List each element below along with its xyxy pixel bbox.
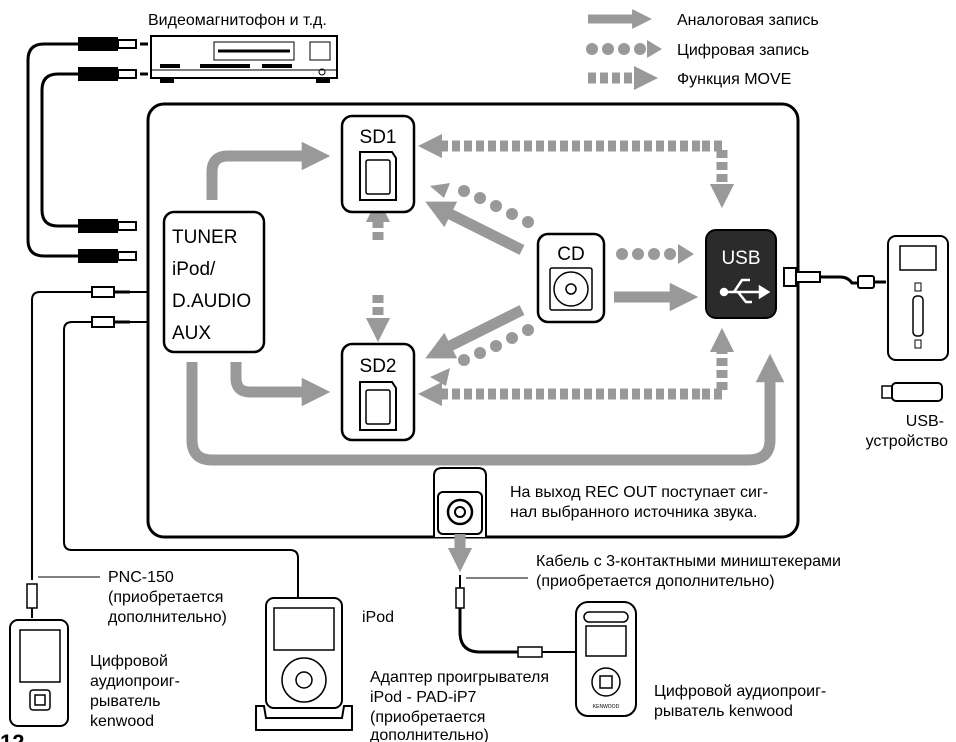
- legend-digital-arrow: [586, 40, 662, 58]
- source-ipod: iPod/: [172, 259, 216, 280]
- adapter-label-1: Адаптер проигрывателя: [370, 669, 549, 686]
- mini-cable: [455, 575, 576, 658]
- usb-cable: [783, 267, 886, 289]
- rec-out-note-2: нал выбранного источника звука.: [510, 504, 758, 521]
- analog-flows: [186, 141, 785, 466]
- adapter-label-4: дополнительно): [370, 727, 489, 742]
- mini-jack-cables: [31, 286, 299, 598]
- sd1-label: SD1: [360, 127, 397, 148]
- ipod-device: [265, 597, 343, 709]
- usb-label: USB: [721, 248, 760, 269]
- player-left-label-3: рыватель: [90, 693, 160, 710]
- kenwood-player-right: KENWOOD: [575, 601, 637, 717]
- legend: Аналоговая запись Цифровая запись Функци…: [586, 9, 819, 91]
- pnc-label-3: дополнительно): [108, 609, 227, 626]
- player-left-label-1: Цифровой: [90, 653, 168, 670]
- usb-player-device: [887, 235, 949, 361]
- player-right-label-1: Цифровой аудиопроиг-: [654, 683, 826, 700]
- rca-cables: [26, 42, 148, 258]
- kenwood-player-left: [9, 619, 69, 727]
- ipod-dock: [255, 705, 353, 731]
- vcr-device: [150, 35, 338, 83]
- sd-card-icon: [359, 151, 397, 201]
- pnc-label-2: (приобретается: [108, 589, 223, 606]
- move-flows: [365, 133, 735, 407]
- pnc-cable-plug: [26, 583, 38, 618]
- legend-digital-label: Цифровая запись: [677, 42, 809, 59]
- cd-label: CD: [557, 244, 584, 265]
- usb-icon: [719, 278, 771, 304]
- usb-device-label-2: устройство: [866, 433, 949, 450]
- cable-note-2: (приобретается дополнительно): [536, 573, 775, 590]
- sd2-label: SD2: [360, 356, 397, 377]
- adapter-label-2: iPod - PAD-iP7: [370, 689, 477, 706]
- sd2-slot: SD2: [340, 342, 416, 442]
- player-right-label-2: рыватель kenwood: [654, 703, 793, 720]
- legend-analog-label: Аналоговая запись: [677, 12, 819, 29]
- source-aux: AUX: [172, 323, 211, 344]
- pnc-label-1: PNC-150: [108, 569, 174, 586]
- sd-card-icon: [359, 381, 397, 431]
- source-daudio: D.AUDIO: [172, 291, 251, 312]
- ipod-label: iPod: [362, 609, 394, 626]
- usb-device-label-1: USB-: [906, 413, 944, 430]
- brand-logo: KENWOOD: [593, 704, 620, 710]
- cable-note-1: Кабель с 3-контактными миништекерами: [536, 553, 841, 570]
- source-tuner: TUNER: [172, 227, 237, 248]
- rca-plug: [78, 37, 137, 263]
- cd-unit: CD: [536, 232, 606, 324]
- legend-move-label: Функция MOVE: [677, 71, 791, 88]
- vcr-label: Видеомагнитофон и т.д.: [148, 12, 327, 29]
- sd1-slot: SD1: [340, 114, 416, 214]
- adapter-label-3: (приобретается: [370, 709, 485, 726]
- digital-flows: [430, 183, 694, 386]
- rec-out-jack: [433, 467, 487, 537]
- usb-stick-icon: [881, 382, 943, 402]
- player-left-label-4: kenwood: [90, 713, 154, 730]
- usb-port: USB: [705, 229, 777, 319]
- source-box: [162, 210, 266, 354]
- page-number: 12: [0, 730, 24, 742]
- player-left-label-2: аудиопроиг-: [90, 673, 180, 690]
- rec-out-note-1: На выход REC OUT поступает сиг-: [510, 484, 768, 501]
